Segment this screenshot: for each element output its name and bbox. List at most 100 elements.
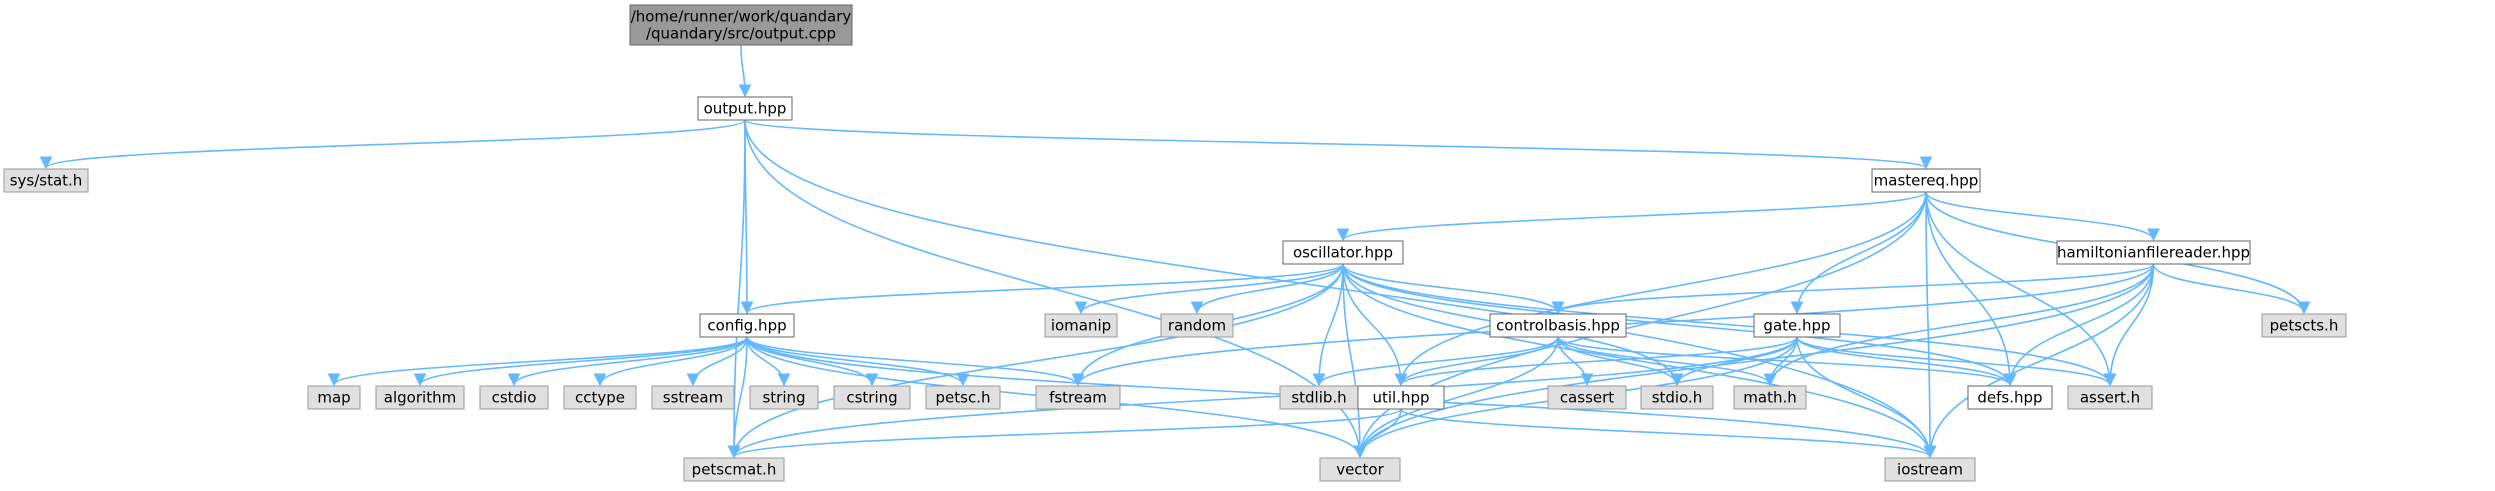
node-hamiltonianfilereader-hpp[interactable]: hamiltonianfilereader.hpp [2056, 240, 2251, 265]
edge-mastereq_hpp-to-assert_h [1925, 191, 2117, 387]
node-box [1160, 313, 1234, 338]
node-label: string [762, 389, 805, 407]
node-gate-hpp[interactable]: gate.hpp [1753, 313, 1841, 338]
node-oscillator-hpp[interactable]: oscillator.hpp [1282, 240, 1404, 265]
edge-config_hpp-to-petscmat_h [727, 336, 748, 459]
node-assert-h: assert.h [2067, 385, 2153, 410]
node-box [1044, 313, 1118, 338]
node-box [1547, 385, 1627, 410]
node-box [1967, 385, 2053, 410]
node-label: cassert [1560, 389, 1614, 407]
node-label: algorithm [384, 389, 456, 407]
node-box [563, 385, 637, 410]
edge-controlbasis_hpp-to-math_h [1557, 336, 1777, 387]
node-label: map [317, 389, 350, 407]
edge-root-to-output_hpp [738, 44, 752, 98]
edge-controlbasis_hpp-to-cassert [1557, 336, 1594, 387]
node-label: /home/runner/work/quandary [631, 8, 852, 26]
edge-oscillator_hpp-to-iostream [1342, 263, 1937, 459]
node-box [1884, 457, 1976, 482]
node-label: iostream [1897, 461, 1963, 479]
node-box [3, 168, 89, 193]
edge-hamiltonianfilereader_hpp-to-controlbasis_hpp [1551, 263, 2155, 315]
node-output-hpp[interactable]: output.hpp [697, 96, 793, 121]
node-box [2261, 313, 2347, 338]
node-label: mastereq.hpp [1874, 172, 1979, 190]
node-config-hpp[interactable]: config.hpp [699, 313, 795, 338]
node-box [629, 4, 853, 46]
node-util-hpp[interactable]: util.hpp [1357, 385, 1445, 410]
edge-oscillator_hpp-to-random [1190, 263, 1344, 315]
edge-oscillator_hpp-to-assert_h [1342, 263, 2117, 387]
edge-config_hpp-to-cstdio [507, 336, 748, 387]
edge-oscillator_hpp-to-stdlib_h [1312, 263, 1344, 387]
edge-hamiltonianfilereader_hpp-to-defs_hpp [2003, 263, 2155, 387]
node-label: gate.hpp [1763, 317, 1830, 335]
edge-gate_hpp-to-defs_hpp [1796, 336, 2017, 387]
node-petscmat-h: petscmat.h [683, 457, 785, 482]
node-root[interactable]: /home/runner/work/quandary/quandary/src/… [629, 4, 853, 46]
node-fstream: fstream [1035, 385, 1121, 410]
nodes-layer: /home/runner/work/quandary/quandary/src/… [3, 4, 2347, 482]
node-box [1640, 385, 1714, 410]
edge-mastereq_hpp-to-iostream [1923, 191, 1937, 459]
node-petscts-h: petscts.h [2261, 313, 2347, 338]
edge-util_hpp-to-vector [1353, 408, 1402, 459]
edge-oscillator_hpp-to-iomanip [1074, 263, 1344, 315]
edge-mastereq_hpp-to-oscillator_hpp [1336, 191, 1927, 242]
edge-hamiltonianfilereader_hpp-to-vector [1353, 263, 2155, 459]
node-box [1282, 240, 1404, 265]
edge-controlbasis_hpp-to-util_hpp [1394, 336, 1559, 387]
node-cctype: cctype [563, 385, 637, 410]
node-box [1035, 385, 1121, 410]
node-map: map [307, 385, 361, 410]
edge-output_hpp-to-mastereq_hpp [744, 119, 1932, 170]
node-label: stdio.h [1652, 389, 1703, 407]
node-box [651, 385, 735, 410]
node-sstream: sstream [651, 385, 735, 410]
edge-config_hpp-to-fstream [746, 336, 1085, 387]
edge-output_hpp-to-sys_stat_h [39, 119, 746, 170]
node-cassert: cassert [1547, 385, 1627, 410]
edges-layer [39, 44, 2311, 459]
edge-gate_hpp-to-util_hpp [1394, 336, 1798, 387]
node-petsc-h: petsc.h [925, 385, 1001, 410]
node-stdlib-h: stdlib.h [1279, 385, 1359, 410]
edge-config_hpp-to-petsc_h [746, 336, 970, 387]
edge-util_hpp-to-iostream [1400, 408, 1937, 459]
node-box [2067, 385, 2153, 410]
edge-gate_hpp-to-iostream [1796, 336, 1937, 459]
edge-config_hpp-to-map [327, 336, 748, 387]
node-label: iomanip [1051, 317, 1111, 335]
node-random: random [1160, 313, 1234, 338]
node-label: cstring [846, 389, 897, 407]
node-box [925, 385, 1001, 410]
node-iostream: iostream [1884, 457, 1976, 482]
node-label: math.h [1743, 389, 1796, 407]
node-box [375, 385, 465, 410]
edge-gate_hpp-to-petscmat_h [727, 336, 1798, 459]
node-label: sys/stat.h [10, 172, 83, 190]
node-label: output.hpp [704, 100, 787, 118]
node-label: hamiltonianfilereader.hpp [2057, 244, 2250, 262]
node-controlbasis-hpp[interactable]: controlbasis.hpp [1489, 313, 1627, 338]
node-box [683, 457, 785, 482]
node-label: fstream [1049, 389, 1107, 407]
node-stdio-h: stdio.h [1640, 385, 1714, 410]
node-label: petsc.h [936, 389, 991, 407]
node-string: string [749, 385, 819, 410]
edge-mastereq_hpp-to-hamiltonianfilereader_hpp [1925, 191, 2160, 242]
edge-config_hpp-to-cstring [746, 336, 879, 387]
edge-controlbasis_hpp-to-vector [1353, 336, 1559, 459]
edge-controlbasis_hpp-to-stdlib_h [1312, 336, 1559, 387]
node-box [1753, 313, 1841, 338]
node-label: /quandary/src/output.cpp [646, 25, 836, 43]
node-label: config.hpp [707, 317, 786, 335]
edge-hamiltonianfilereader_hpp-to-assert_h [2103, 263, 2155, 387]
node-box [833, 385, 911, 410]
node-label: vector [1336, 461, 1384, 479]
node-defs-hpp[interactable]: defs.hpp [1967, 385, 2053, 410]
node-mastereq-hpp[interactable]: mastereq.hpp [1871, 168, 1981, 193]
node-label: assert.h [2080, 389, 2140, 407]
